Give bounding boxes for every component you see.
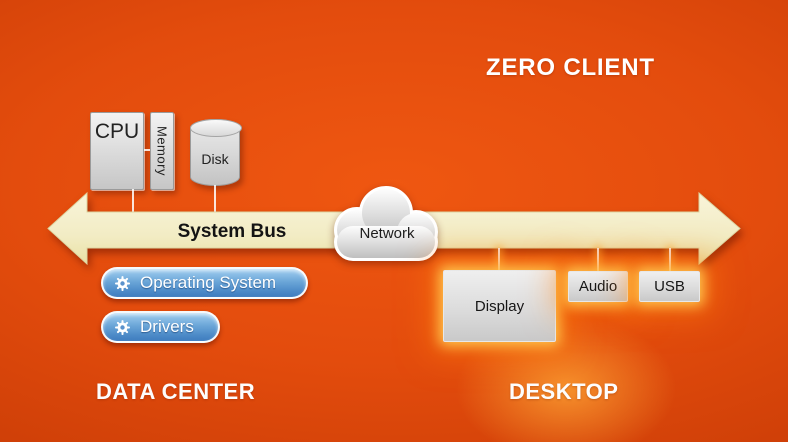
page-title: ZERO CLIENT: [486, 54, 655, 81]
gear-icon: [115, 275, 130, 291]
usb-label: USB: [654, 278, 685, 295]
display-label: Display: [474, 297, 525, 315]
node-display: Display: [443, 270, 556, 342]
node-cpu: CPU: [90, 112, 144, 190]
cloud-icon: [334, 186, 438, 261]
network-label: Network: [359, 225, 415, 242]
node-usb: USB: [639, 271, 700, 302]
data-center-label: DATA CENTER: [96, 379, 256, 404]
connector-bus-display: [498, 248, 500, 271]
drivers-pill: Drivers: [101, 311, 220, 343]
node-audio: Audio: [568, 271, 628, 302]
desktop-label: DESKTOP: [509, 379, 619, 404]
drivers-label: Drivers: [140, 317, 194, 336]
connector-bus-usb: [669, 248, 671, 272]
node-disk: Disk: [190, 119, 242, 186]
memory-label: Memory: [154, 126, 170, 176]
connector-cpu-bus: [132, 189, 134, 213]
connector-disk-bus: [214, 185, 216, 213]
audio-label: Audio: [578, 278, 618, 295]
connector-cpu-memory: [144, 149, 150, 151]
node-memory: Memory: [150, 112, 174, 190]
gear-icon: [115, 319, 130, 335]
operating-system-pill: Operating System: [101, 267, 308, 299]
operating-system-label: Operating System: [140, 273, 277, 292]
disk-label: Disk: [201, 150, 229, 167]
system-bus-label: System Bus: [177, 221, 287, 242]
cpu-label: CPU: [94, 120, 140, 143]
connector-bus-audio: [597, 248, 599, 272]
